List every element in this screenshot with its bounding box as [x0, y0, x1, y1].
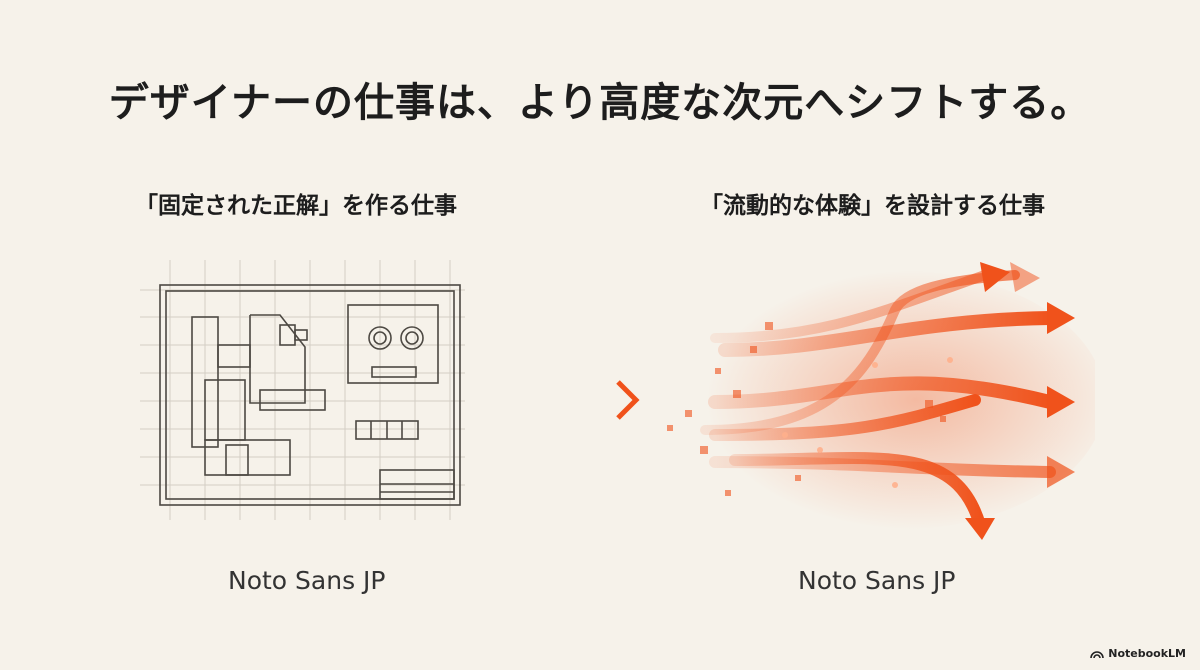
slide-title: デザイナーの仕事は、より高度な次元へシフトする。 [108, 80, 1092, 126]
right-caption: Noto Sans JP [798, 566, 956, 595]
fluid-flow-illustration [667, 262, 1095, 540]
blueprint-illustration [140, 260, 465, 520]
transition-arrow-icon [544, 380, 640, 420]
brand-mark: NotebookLM [1090, 647, 1186, 660]
brand-name: NotebookLM [1108, 647, 1186, 660]
right-subtitle: 「流動的な体験」を設計する仕事 [700, 193, 1045, 219]
notebooklm-logo-icon [1090, 651, 1105, 659]
left-caption: Noto Sans JP [228, 566, 386, 595]
left-subtitle: 「固定された正解」を作る仕事 [135, 193, 457, 219]
